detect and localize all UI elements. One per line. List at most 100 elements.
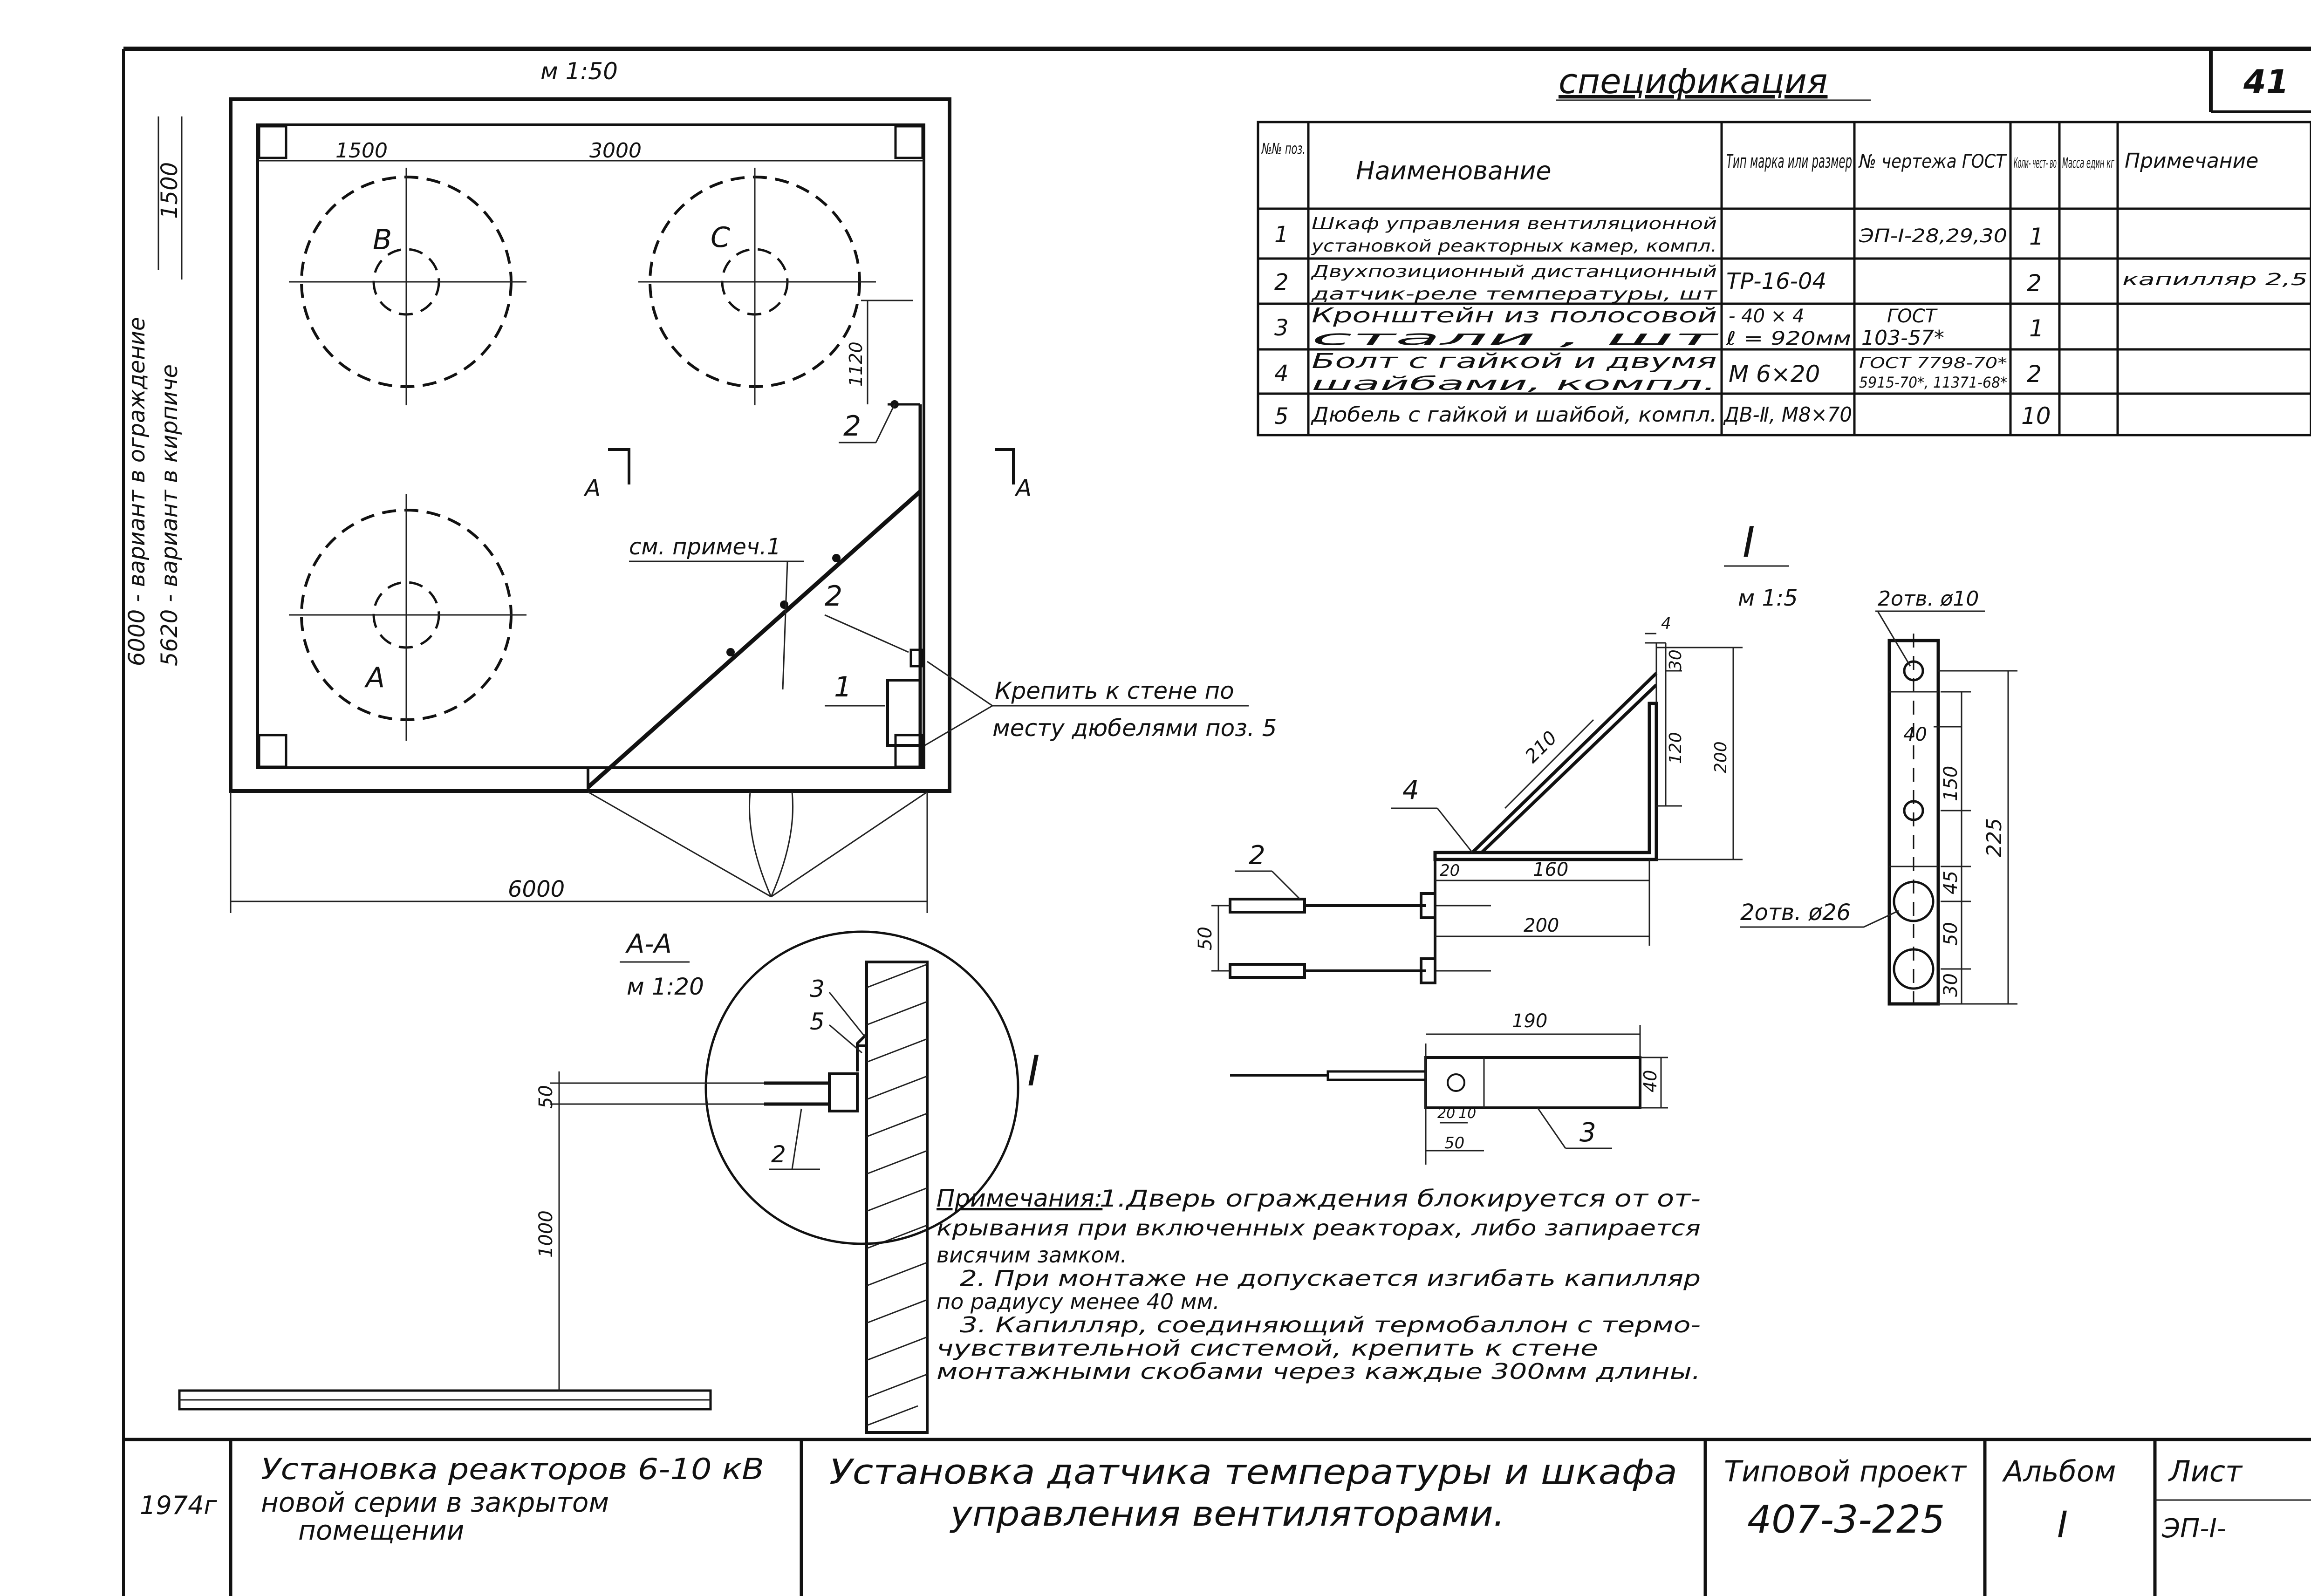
spec-row-drawing: ГОСТ 7798-70* [1859,354,2007,372]
note-line: монтажными скобами через каждые 300мм дл… [937,1359,1701,1384]
spec-row-qty: 1 [2029,315,2044,342]
spec-row-pos: 1 [1274,222,1289,248]
section-mark-left: А [583,475,601,502]
spec-header-qty: Коли- чест- во [2014,155,2057,171]
detail-dim-120: 120 [1666,732,1685,764]
corner-post [894,734,924,768]
spec-row: 5 Дюбель с гайкой и шайбой, компл. ДВ-Ⅱ,… [1274,402,2051,430]
fix-note-line-1: Крепить к стене по [995,677,1234,704]
album-label: Альбом [2002,1454,2116,1488]
section-callout-5: 5 [810,1008,825,1035]
detail-callout-2: 2 [1249,840,1265,871]
spec-row-type: ТР-16-04 [1726,268,1826,294]
title-block: 1974г Установка реакторов 6-10 кВ новой … [123,1438,2311,1596]
detail-dim-210: 210 [1521,727,1562,768]
sheet-title-2: управления вентиляторами. [950,1494,1505,1534]
detail-dim-50b: 50 [1444,1134,1464,1153]
spec-row-drawing: 5915-70*, 11371-68* [1859,374,2007,391]
spec-row-name: установкой реакторных камер, компл. [1311,237,1717,256]
spec-row-drawing: ГОСТ [1887,306,1938,327]
plan-dim-3000: 3000 [589,139,642,163]
spec-row: 3 Кронштейн из полосовой стали , шт - 40… [1274,304,2044,350]
holes-small-label: 2отв. ø10 [1878,587,1979,611]
side-dim-225: 225 [1983,818,2006,857]
detail-scale: м 1:5 [1738,585,1798,611]
left-margin: 6000 - вариант в ограждение 5620 - вариа… [124,116,183,666]
detail-title: I [1743,518,1755,567]
spec-row-name: Двухпозиционный дистанционный [1310,262,1717,281]
callout-2-top: 2 [843,410,861,443]
notes: Примечания: 1.Дверь ограждения блокирует… [937,1185,1701,1384]
corner-post [258,734,287,768]
detail-dim-10: 10 [1458,1105,1476,1122]
margin-note-1: 6000 - вариант в ограждение [124,317,150,666]
spec-row-note: капилляр 2,5 [2122,270,2308,289]
detail-ref-mark: I [1027,1047,1040,1096]
detail-dim-20b: 20 [1437,1105,1455,1122]
margin-note-2: 5620 - вариант в кирпиче [157,364,183,666]
side-dim-40: 40 [1903,724,1927,745]
spec-row-type: М 6×20 [1729,361,1820,388]
spec-header-mass: Масса един кг [2062,155,2114,171]
side-dim-45: 45 [1940,871,1962,894]
spec-row-qty: 1 [2029,223,2044,250]
spec-row-pos: 4 [1274,361,1289,387]
corner-post [258,125,287,159]
spec-row: 1 Шкаф управления вентиляционной установ… [1274,214,2044,256]
sheet-number: 41 [2243,63,2289,101]
detail-dim-50: 50 [1195,927,1216,950]
spec-row-name: Шкаф управления вентиляционной [1312,214,1717,233]
detail-dim-160: 160 [1533,859,1568,880]
note-line: 3. Капилляр, соединяющий термобаллон с т… [960,1312,1701,1337]
sensor-upper [1229,892,1491,919]
note-line: крывания при включенных реакторах, либо … [937,1215,1701,1241]
spec-row-qty: 2 [2027,270,2042,297]
reactor-a [289,494,526,741]
callout-2-mid: 2 [825,580,842,613]
spec-row-pos: 5 [1274,403,1289,430]
fix-note-line-2: месту дюбелями поз. 5 [992,715,1277,742]
note-line: по радиусу менее 40 мм. [937,1289,1220,1314]
holes-big-label: 2отв. ø26 [1740,900,1851,926]
detail-dim-40: 40 [1640,1070,1661,1092]
sensor-lower [1229,957,1491,984]
section-callout-3: 3 [810,975,825,1003]
detail-callout-4: 4 [1402,775,1419,805]
section-callout-2: 2 [771,1141,786,1168]
sheet-frame [122,47,2311,1596]
spec-row-drawing: 103-57* [1861,326,1944,350]
spec-row-type: ℓ = 920мм [1726,328,1851,349]
margin-dim: 1500 [157,162,183,219]
project-number: 407-3-225 [1747,1498,1945,1542]
detail-dim-200b: 200 [1524,915,1559,936]
plan-dim-1120: 1120 [846,341,866,387]
spec-header-pos: №№ поз. [1261,140,1306,157]
spec-title: спецификация [1559,61,1827,102]
spec-header-drawing: № чертежа ГОСТ [1858,151,2007,172]
spec-row-name: Болт с гайкой и двумя [1312,349,1717,373]
plan-view: м 1:50 В С [229,58,1277,913]
title-subject-3: помещении [298,1514,464,1546]
bracket-plan-view [1230,1025,1668,1165]
side-dim-50: 50 [1940,922,1962,946]
spec-row-name: стали , шт [1312,326,1719,350]
spec-row-pos: 3 [1274,315,1289,341]
spec-table: спецификация №№ поз. Наименование Тип ма… [1257,61,2311,437]
reactor-label-b: В [373,224,392,256]
spec-row-name: Дюбель с гайкой и шайбой, компл. [1311,403,1717,427]
plan-dim-6000: 6000 [508,876,565,902]
spec-row-qty: 10 [2021,402,2051,430]
spec-header-type: Тип марка или размер [1726,151,1852,172]
note-ref: см. примеч.1 [629,534,781,560]
reactor-b [289,168,526,405]
title-subject-1: Установка реакторов 6-10 кВ [261,1452,764,1486]
side-dim-30: 30 [1940,973,1962,997]
section-scale: м 1:20 [627,973,704,1000]
detail-dim-190: 190 [1512,1010,1547,1032]
sheet-title-1: Установка датчика температуры и шкафа [829,1452,1677,1492]
note-line: чувствительной системой, крепить к стене [937,1336,1598,1361]
note-line: 1.Дверь ограждения блокируется от от- [1100,1185,1701,1212]
note-line: висячим замком. [937,1242,1127,1268]
project-label: Типовой проект [1724,1454,1967,1488]
